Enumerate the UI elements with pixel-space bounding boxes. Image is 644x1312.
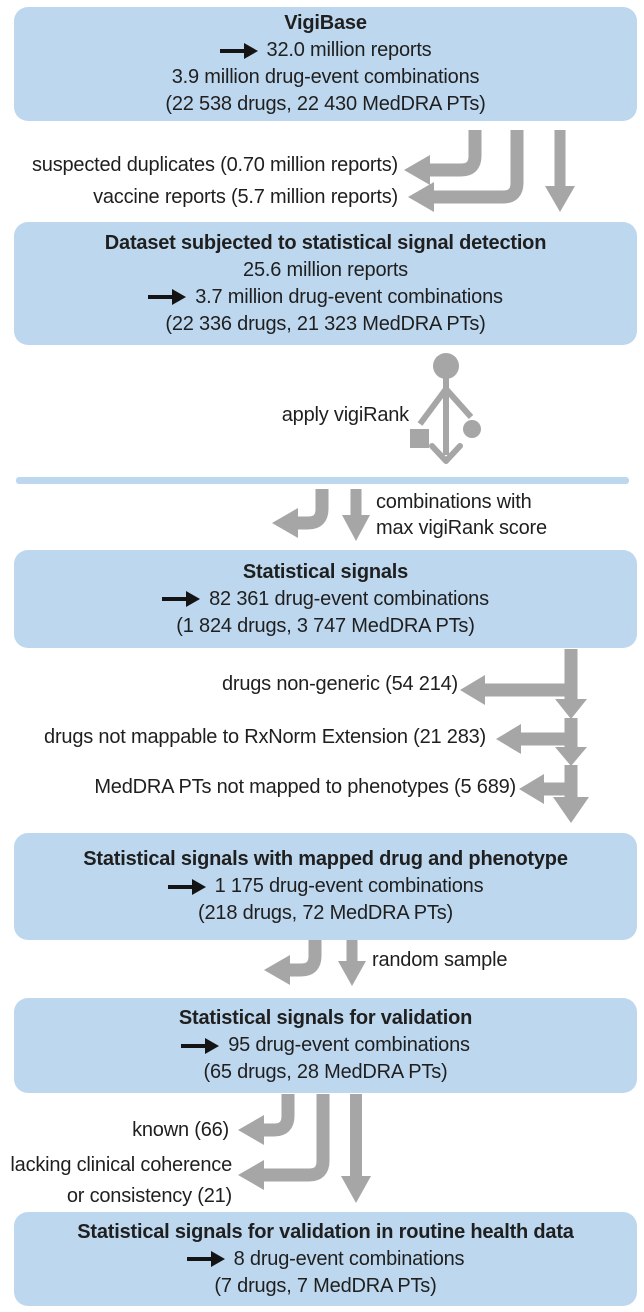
flow-arrow-icon [181,1037,220,1054]
box-title: Statistical signals for validation in ro… [77,1220,574,1243]
elbow-arrow-vaccine-reports [408,130,524,212]
elbow-arrow-known [238,1094,295,1145]
flow-arrow-icon [148,289,187,305]
box-line: 3.7 million drug-event combinations [148,284,503,311]
label-known: known (66) [132,1119,229,1141]
label-drugs-non-generic: drugs non-generic (54 214) [221,673,458,695]
label-drugs-not-mappable: drugs not mappable to RxNorm Extension (… [44,726,486,748]
box-line-text: 32.0 million reports [266,39,432,61]
box-line: 8 drug-event combinations [186,1246,465,1273]
elbow-arrow-discarded-combinations [272,489,329,538]
box-title: Statistical signals [242,560,409,583]
elbow-arrow-suspected-duplicates [404,130,482,185]
box-line: (22 538 drugs, 22 430 MedDRA PTs) [165,93,486,115]
down-arrow-random-sample [338,938,366,986]
label-vaccine-reports: vaccine reports (5.7 million reports) [93,186,398,208]
down-arrow-vigibase-to-dataset [545,130,575,212]
box-line: (22 336 drugs, 21 323 MedDRA PTs) [165,312,486,335]
label-meddra-not-mapped: MedDRA PTs not mapped to phenotypes (5 6… [94,776,516,798]
box-line: (218 drugs, 72 MedDRA PTs) [198,902,453,924]
box-dataset: Dataset subjected to statistical signal … [14,222,637,345]
box-line-text: 3.7 million drug-event combinations [195,285,503,308]
box-final-validation: Statistical signals for validation in ro… [14,1212,637,1306]
label-suspected-duplicates: suspected duplicates (0.70 million repor… [31,154,398,176]
elbow-arrow-not-sampled [264,938,322,985]
branch-arrow-drugs-not-mappable [496,724,571,754]
label-lacking-line2: or consistency (21) [66,1185,232,1207]
branch-arrow-drugs-non-generic [460,675,571,705]
box-mapped-signals: Statistical signals with mapped drug and… [14,833,637,940]
label-max-vigirank-line1: combinations with [376,491,532,513]
label-lacking-coherence: lacking clinical coherence or consistenc… [10,1150,232,1212]
box-line: (65 drugs, 28 MedDRA PTs) [203,1061,448,1083]
vigirank-branch-icon [410,353,481,464]
flow-arrow-icon [219,42,258,59]
box-line: (7 drugs, 7 MedDRA PTs) [214,1274,437,1297]
flow-arrow-icon [162,591,201,607]
box-title: Statistical signals for validation [178,1007,473,1029]
box-line: 1 175 drug-event combinations [167,873,484,900]
box-title: Dataset subjected to statistical signal … [104,231,547,254]
box-validation-signals: Statistical signals for validation 95 dr… [14,998,637,1093]
down-arrow-chain-segment-2 [555,718,587,766]
label-max-vigirank-line2: max vigiRank score [376,517,547,539]
branch-arrow-meddra-not-mapped [519,774,571,804]
flow-arrow-icon [186,1251,225,1267]
box-title: Statistical signals with mapped drug and… [83,848,568,870]
down-arrow-to-final-box [341,1094,371,1203]
down-arrow-to-statistical-signals [342,489,370,541]
down-arrow-chain-segment-3 [553,765,589,823]
box-line-text: 8 drug-event combinations [233,1247,465,1270]
flow-arrow-icon [167,878,206,895]
box-line-text: 1 175 drug-event combinations [214,875,484,897]
label-random-sample: random sample [372,949,508,971]
box-line: 95 drug-event combinations [181,1032,470,1059]
label-max-vigirank: combinations with max vigiRank score [376,489,547,541]
label-lacking-line1: lacking clinical coherence [10,1154,232,1176]
box-line: (1 824 drugs, 3 747 MedDRA PTs) [176,614,475,637]
box-line: 32.0 million reports [219,37,432,64]
label-apply-vigirank: apply vigiRank [281,404,409,426]
down-arrow-chain-segment-1 [555,649,587,719]
box-statistical-signals: Statistical signals 82 361 drug-event co… [14,550,637,648]
box-line-text: 82 361 drug-event combinations [209,587,489,610]
box-vigibase: VigiBase 32.0 million reports 3.9 millio… [14,7,637,121]
elbow-arrow-lacking-coherence [238,1094,330,1190]
box-title: VigiBase [284,12,367,34]
box-line-text: 95 drug-event combinations [228,1034,470,1056]
separator-bar [16,477,629,484]
box-line: 82 361 drug-event combinations [162,586,489,613]
box-line: 25.6 million reports [243,258,408,281]
box-line: 3.9 million drug-event combinations [171,66,480,88]
